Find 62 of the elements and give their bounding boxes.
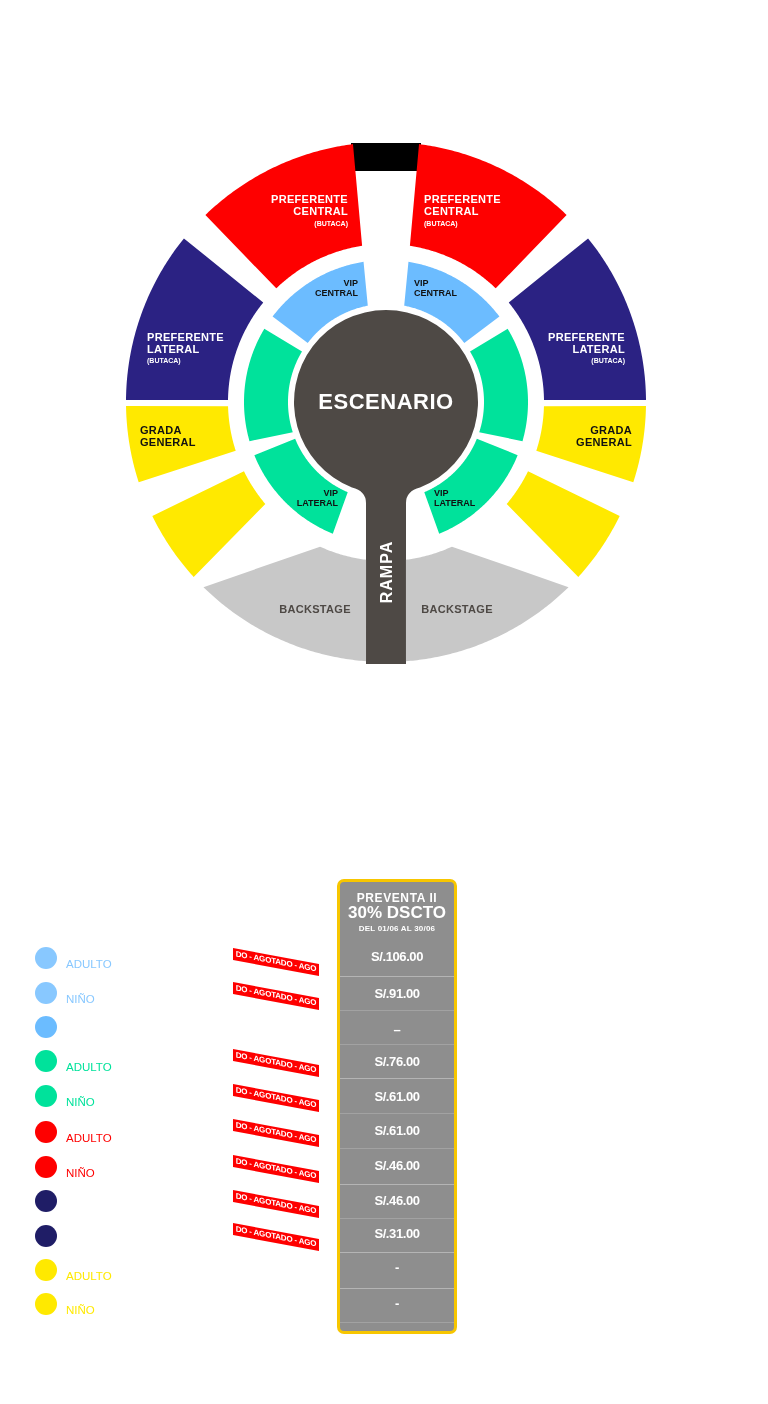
legend-label: NIÑO [66, 1095, 95, 1109]
price-value: S/.31.00 [374, 1226, 420, 1242]
discount-label: 30% DSCTO [348, 903, 446, 923]
stage-label: ESCENARIO [318, 389, 454, 415]
seating-section [272, 261, 368, 344]
section-label: BACKSTAGE [279, 602, 351, 616]
seating-section [254, 438, 348, 534]
seating-section [424, 438, 518, 534]
legend-label: NIÑO [66, 992, 95, 1006]
sold-out-banner: DO - AGOTADO - AGO [233, 1190, 319, 1218]
sold-out-banner: DO - AGOTADO - AGO [233, 982, 319, 1010]
legend-label: NIÑO [66, 1303, 95, 1317]
section-label: VIP CENTRAL [314, 277, 358, 299]
section-label: PREFERENTE LATERAL [547, 330, 625, 356]
legend-label: NIÑO [66, 1166, 95, 1180]
seating-section [409, 144, 567, 289]
sold-out-banner: DO - AGOTADO - AGO [233, 1155, 319, 1183]
sold-out-banner: DO - AGOTADO - AGO [233, 1049, 319, 1077]
legend-label: ADULTO [66, 1060, 112, 1074]
seating-section [470, 328, 528, 442]
solid-block [351, 143, 421, 171]
section-label: PREFERENTE LATERAL [147, 330, 225, 356]
section-label: GRADA GENERAL [140, 423, 197, 449]
price-value: S/.106.00 [370, 949, 424, 965]
seating-section [404, 261, 500, 344]
price-value: S/.76.00 [374, 1054, 420, 1070]
sold-out-banner: DO - AGOTADO - AGO [233, 1119, 319, 1147]
section-label: BACKSTAGE [421, 602, 493, 616]
section-label: VIP CENTRAL [414, 277, 458, 299]
price-value: S/.91.00 [374, 986, 420, 1002]
price-value: S/.46.00 [374, 1193, 420, 1209]
seating-section [536, 406, 646, 483]
seating-section [508, 238, 646, 401]
section-label: GRADA GENERAL [575, 423, 632, 449]
section-label: VIP LATERAL [295, 487, 338, 509]
legend-label: ADULTO [66, 1131, 112, 1145]
sold-out-banner: DO - AGOTADO - AGO [233, 1223, 319, 1251]
seating-section [152, 471, 266, 577]
backstage-area [203, 546, 367, 662]
legend-label: ADULTO [66, 1269, 112, 1283]
legend-label: ADULTO [66, 957, 112, 971]
section-label: PREFERENTE CENTRAL [270, 192, 348, 218]
ramp-label: RAMPA [378, 540, 396, 604]
seating-section [244, 328, 302, 442]
backstage-area [405, 546, 569, 662]
seating-section [126, 406, 236, 483]
price-value: - [395, 1296, 399, 1312]
seating-section [506, 471, 620, 577]
seating-section [205, 144, 363, 289]
section-label: PREFERENTE CENTRAL [424, 192, 502, 218]
sold-out-banner: DO - AGOTADO - AGO [233, 948, 319, 976]
seating-section [126, 238, 264, 401]
price-value: - [395, 1260, 399, 1276]
price-value: – [393, 1022, 401, 1038]
date-range: DEL 01/06 AL 30/06 [358, 924, 436, 934]
price-value: S/.46.00 [374, 1158, 420, 1174]
sold-out-banner: DO - AGOTADO - AGO [233, 1084, 319, 1112]
price-value: S/.61.00 [374, 1089, 420, 1105]
sale-title: PREVENTA II [356, 891, 438, 905]
price-column [337, 879, 457, 1334]
price-value: S/.61.00 [374, 1123, 420, 1139]
section-label: VIP LATERAL [434, 487, 477, 509]
